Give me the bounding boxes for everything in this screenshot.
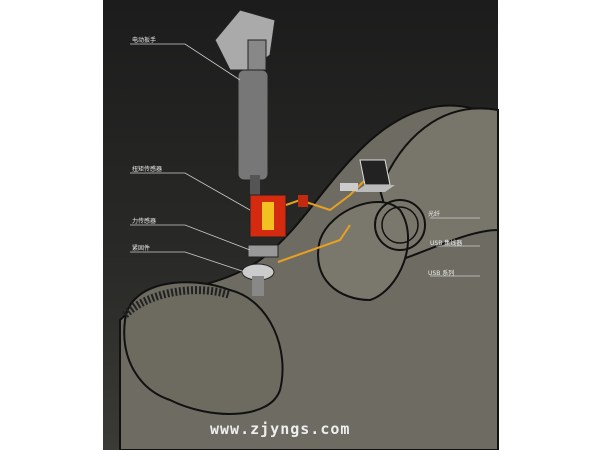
label-usb-series: USB 系列 — [428, 270, 455, 277]
label-torque-sensor: 扭矩传感器 — [132, 166, 163, 173]
usb-hub — [340, 183, 358, 191]
force-sensor — [247, 244, 279, 258]
watermark: www.zjyngs.com — [210, 420, 351, 438]
label-usb-hub: USB 集线器 — [430, 240, 463, 247]
label-fastener: 紧固件 — [132, 245, 151, 252]
laptop — [355, 159, 395, 192]
electric-wrench — [214, 9, 276, 195]
head — [123, 281, 284, 415]
label-force-sensor: 力传感器 — [132, 218, 157, 225]
label-electric-wrench: 电动扳手 — [132, 37, 157, 44]
hand — [317, 200, 409, 302]
label-fiber: 光纤 — [428, 211, 441, 218]
